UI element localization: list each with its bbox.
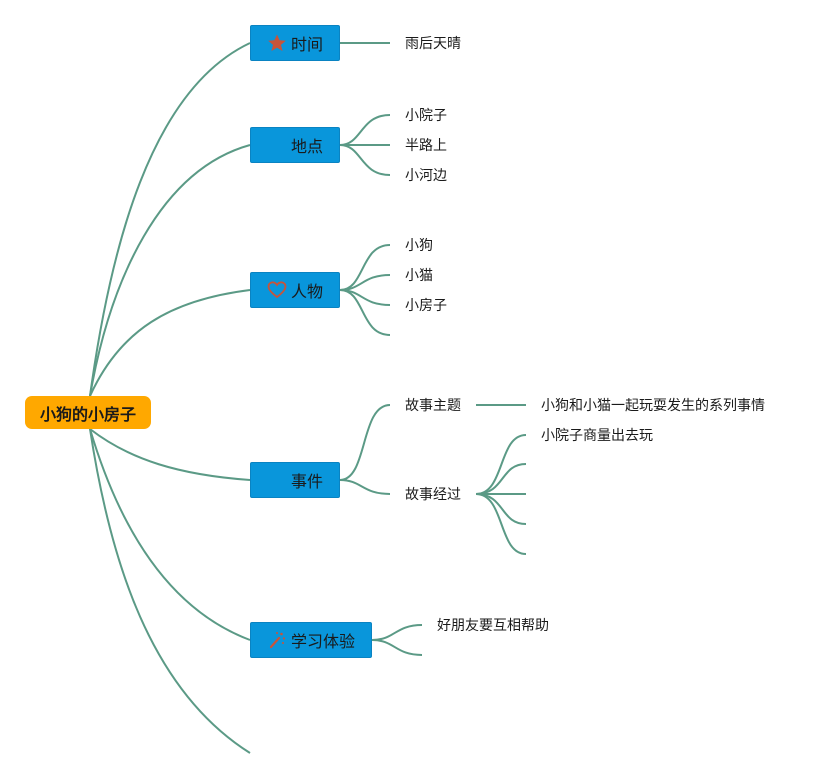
place-leaf-2[interactable]: 半路上 (405, 138, 447, 154)
link-learning-leaf-2 (371, 639, 423, 656)
events-process-leaf-1[interactable]: 小院子商量出去玩 (541, 428, 653, 444)
branch-people[interactable]: 人物 (250, 272, 340, 308)
events-theme[interactable]: 故事主题 (405, 398, 461, 414)
branch-events[interactable]: 事件 (250, 462, 340, 498)
link-place-leaf-3 (339, 144, 391, 176)
link-place-leaf-1 (339, 114, 391, 146)
branch-place[interactable]: 地点 (250, 127, 340, 163)
link-root-place (89, 144, 251, 397)
branch-learning[interactable]: 学习体验 (250, 622, 372, 658)
people-leaf-2[interactable]: 小猫 (405, 268, 433, 284)
link-process-leaf-1 (475, 434, 527, 495)
root-topic-label: 小狗的小房子 (39, 404, 136, 424)
link-root-empty-branch (89, 428, 251, 754)
time-leaf-1[interactable]: 雨后天晴 (405, 36, 461, 52)
link-events-process (339, 479, 391, 495)
link-root-events (89, 428, 251, 481)
learning-leaf-1[interactable]: 好朋友要互相帮助 (437, 618, 549, 634)
link-process-leaf-2 (475, 463, 527, 495)
magic-wand-icon (267, 630, 287, 650)
link-root-people (89, 289, 251, 397)
events-process[interactable]: 故事经过 (405, 487, 461, 503)
link-learning-leaf-1 (371, 624, 423, 641)
branch-learning-label: 学习体验 (290, 632, 355, 651)
branch-time[interactable]: 时间 (250, 25, 340, 61)
people-leaf-1[interactable]: 小狗 (405, 238, 433, 254)
root-topic[interactable]: 小狗的小房子 (25, 396, 151, 429)
link-root-time (89, 42, 251, 397)
link-people-leaf-1 (339, 244, 391, 291)
link-events-theme (339, 404, 391, 481)
star-icon (267, 33, 287, 53)
branch-events-label: 事件 (290, 472, 323, 491)
link-root-learning (89, 428, 251, 641)
branch-place-label: 地点 (290, 137, 323, 156)
people-leaf-3[interactable]: 小房子 (405, 298, 447, 314)
link-people-leaf-4 (339, 289, 391, 336)
heart-icon (267, 280, 287, 300)
events-theme-leaf-1[interactable]: 小狗和小猫一起玩耍发生的系列事情 (541, 398, 765, 414)
place-leaf-3[interactable]: 小河边 (405, 168, 447, 184)
link-process-leaf-4 (475, 493, 527, 525)
branch-people-label: 人物 (290, 282, 323, 301)
branch-time-label: 时间 (290, 35, 323, 54)
link-process-leaf-5 (475, 493, 527, 555)
place-leaf-1[interactable]: 小院子 (405, 108, 447, 124)
